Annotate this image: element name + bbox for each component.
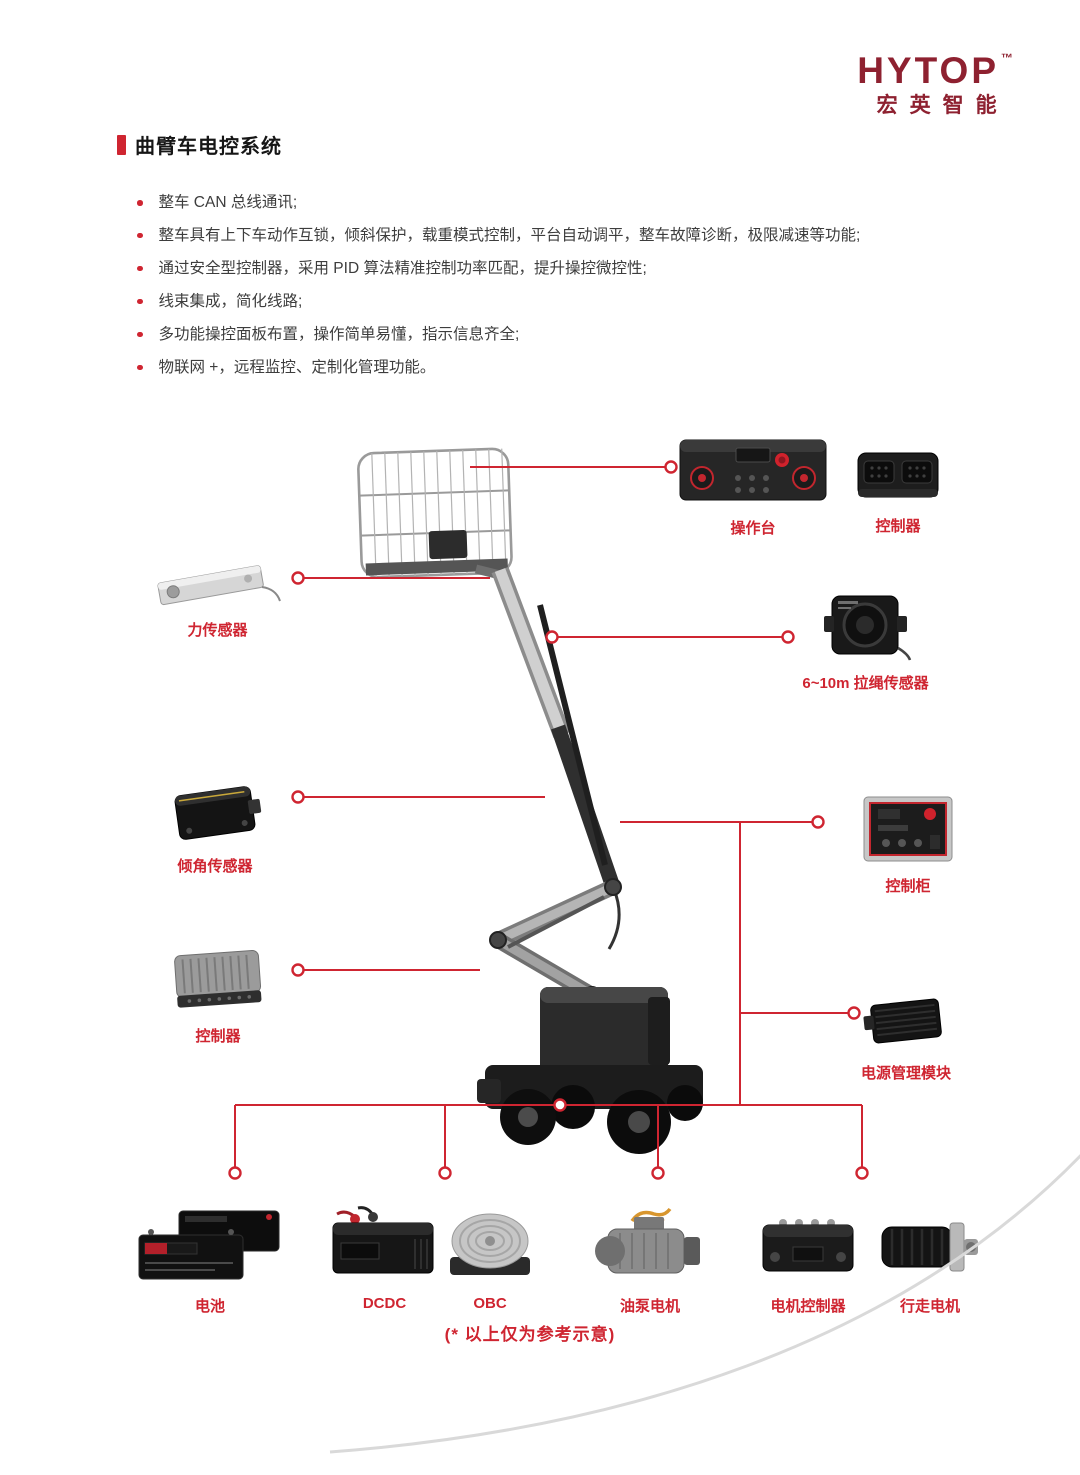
bullet-icon <box>137 232 143 239</box>
console-image <box>678 432 828 507</box>
system-diagram: 操作台 控制器 <box>0 415 1080 1315</box>
feature-text: 物联网 +，远程监控、定制化管理功能。 <box>158 358 436 376</box>
feature-text: 通过安全型控制器，采用 PID 算法精准控制功率匹配，提升操控微控性; <box>158 259 647 277</box>
battery-image <box>135 1205 285 1285</box>
callout-travel-motor: 行走电机 <box>876 1205 984 1316</box>
tilt-sensor-image <box>165 777 265 845</box>
callout-control-cabinet: 控制柜 <box>858 793 958 896</box>
battery-label: 电池 <box>194 1298 225 1315</box>
controller-top-image <box>854 443 942 505</box>
boom-lift-image <box>357 447 703 1154</box>
feature-text: 线束集成，简化线路; <box>158 292 303 310</box>
feature-item: 整车 CAN 总线通讯; <box>137 193 1062 214</box>
callout-draw-wire-sensor: 6~10m 拉绳传感器 <box>802 590 929 693</box>
page-title: 曲臂车电控系统 <box>135 136 282 158</box>
feature-item: 线束集成，简化线路; <box>137 292 1062 313</box>
draw-wire-sensor-label: 6~10m 拉绳传感器 <box>802 675 929 692</box>
callout-controller-left: 控制器 <box>168 945 268 1046</box>
force-sensor-label: 力传感器 <box>187 622 248 639</box>
motor-controller-image <box>753 1205 863 1285</box>
callout-obc: OBC <box>440 1205 540 1312</box>
travel-motor-label: 行走电机 <box>899 1298 960 1315</box>
feature-list: 整车 CAN 总线通讯; 整车具有上下车动作互锁，倾斜保护，载重模式控制，平台自… <box>137 193 1062 391</box>
draw-wire-sensor-image <box>818 590 913 662</box>
control-cabinet-image <box>858 793 958 865</box>
callout-force-sensor: 力传感器 <box>150 547 285 640</box>
console-label: 操作台 <box>730 520 776 537</box>
bullet-icon <box>137 265 143 272</box>
section-title-row: 曲臂车电控系统 <box>117 130 282 159</box>
bullet-icon <box>137 200 143 206</box>
controller-left-label: 控制器 <box>195 1028 241 1045</box>
controller-left-image <box>168 945 268 1015</box>
controller-top-label: 控制器 <box>875 518 921 535</box>
callout-battery: 电池 <box>135 1205 285 1316</box>
feature-item: 物联网 +，远程监控、定制化管理功能。 <box>137 358 1062 379</box>
callout-tilt-sensor: 倾角传感器 <box>165 777 265 876</box>
oil-pump-motor-image <box>590 1205 710 1285</box>
power-module-image <box>862 990 950 1052</box>
control-cabinet-label: 控制柜 <box>885 878 931 895</box>
dcdc-label: DCDC <box>362 1295 407 1312</box>
feature-item: 多功能操控面板布置，操作简单易懂，指示信息齐全; <box>137 325 1062 346</box>
feature-item: 整车具有上下车动作互锁，倾斜保护，载重模式控制，平台自动调平，整车故障诊断，极限… <box>137 226 1062 247</box>
callout-motor-controller: 电机控制器 <box>753 1205 863 1316</box>
callout-oil-pump-motor: 油泵电机 <box>590 1205 710 1316</box>
oil-pump-motor-label: 油泵电机 <box>619 1298 680 1315</box>
feature-item: 通过安全型控制器，采用 PID 算法精准控制功率匹配，提升操控微控性; <box>137 259 1062 280</box>
callout-console: 操作台 <box>678 432 828 538</box>
travel-motor-image <box>876 1205 984 1285</box>
power-module-label: 电源管理模块 <box>861 1065 952 1082</box>
footnote: (* 以上仅为参考示意) <box>444 1325 616 1344</box>
tilt-sensor-label: 倾角传感器 <box>177 858 253 875</box>
bullet-icon <box>137 364 143 371</box>
obc-label: OBC <box>473 1295 507 1312</box>
trademark-symbol: ™ <box>1001 51 1016 65</box>
feature-text: 整车具有上下车动作互锁，倾斜保护，载重模式控制，平台自动调平，整车故障诊断，极限… <box>158 226 861 244</box>
brand-chinese-name: 宏英智能 <box>876 94 1009 117</box>
callout-controller-top: 控制器 <box>854 443 942 536</box>
callout-power-module: 电源管理模块 <box>861 990 952 1083</box>
bullet-icon <box>137 298 143 305</box>
feature-text: 多功能操控面板布置，操作简单易懂，指示信息齐全; <box>158 325 520 343</box>
feature-text: 整车 CAN 总线通讯; <box>158 194 298 211</box>
force-sensor-image <box>150 547 285 609</box>
callout-dcdc: DCDC <box>327 1205 442 1312</box>
title-accent-bar <box>117 134 126 155</box>
motor-controller-label: 电机控制器 <box>770 1298 846 1315</box>
dcdc-image <box>327 1205 442 1285</box>
obc-image <box>440 1205 540 1285</box>
bullet-icon <box>137 331 143 338</box>
